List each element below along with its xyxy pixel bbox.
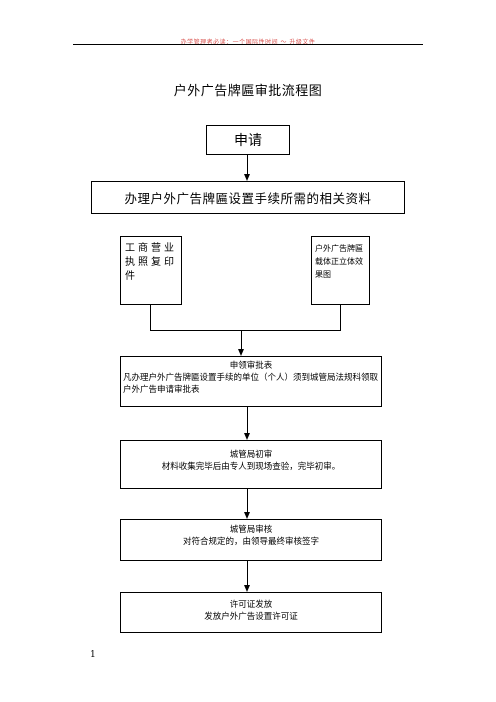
connector-form-initial bbox=[247, 407, 248, 433]
node-initial-review-heading: 城管局初审 bbox=[229, 450, 273, 460]
arrowhead-form bbox=[238, 349, 244, 356]
header-rule bbox=[73, 44, 423, 45]
node-rendering: 户外广告牌匾载体正立体效果图 bbox=[311, 236, 370, 305]
node-rendering-label: 户外广告牌匾载体正立体效果图 bbox=[315, 244, 363, 279]
connector-merge-down bbox=[241, 330, 242, 349]
node-business-license: 工商营业执照复印件 bbox=[120, 236, 182, 305]
node-final-review-desc: 对符合规定的，由领导最终审核签字 bbox=[182, 537, 319, 547]
connector-apply-materials bbox=[247, 155, 248, 174]
arrowhead-materials bbox=[244, 174, 250, 181]
connector-review-issue bbox=[247, 561, 248, 585]
arrowhead-review bbox=[244, 512, 250, 519]
node-permit-issuance-heading: 许可证发放 bbox=[229, 600, 273, 610]
page-title: 户外广告牌匾审批流程图 bbox=[173, 84, 323, 99]
connector-model-down bbox=[340, 305, 341, 331]
node-permit-issuance: 许可证发放 发放户外广告设置许可证 bbox=[120, 592, 382, 633]
connector-merge bbox=[150, 330, 341, 331]
node-materials: 办理户外广告牌匾设置手续所需的相关资料 bbox=[91, 181, 405, 214]
node-application-form-heading: 申领审批表 bbox=[229, 361, 273, 371]
node-initial-review: 城管局初审 材料收集完毕后由专人到现场查验，完毕初审。 bbox=[120, 440, 382, 489]
node-final-review: 城管局审核 对符合规定的，由领导最终审核签字 bbox=[120, 519, 382, 561]
node-initial-review-desc: 材料收集完毕后由专人到现场查验，完毕初审。 bbox=[161, 462, 341, 472]
page-number: 1 bbox=[90, 650, 96, 660]
node-permit-issuance-desc: 发放户外广告设置许可证 bbox=[204, 612, 298, 622]
node-apply: 申请 bbox=[206, 125, 290, 155]
node-application-form: 申领审批表 凡办理户外广告牌匾设置手续的单位（个人）须到城管局法规科领取户外广告… bbox=[120, 356, 382, 407]
node-materials-label: 办理户外广告牌匾设置手续所需的相关资料 bbox=[124, 191, 372, 206]
arrowhead-initial bbox=[244, 433, 250, 440]
node-apply-label: 申请 bbox=[234, 133, 262, 149]
node-final-review-heading: 城管局审核 bbox=[229, 525, 273, 535]
connector-initial-review bbox=[247, 489, 248, 512]
node-business-license-label: 工商营业执照复印件 bbox=[125, 243, 177, 282]
connector-license-down bbox=[150, 305, 151, 331]
page-header-text: 办学管理者必读：一个国际性时间 ～ 升级文件 bbox=[180, 39, 316, 46]
arrowhead-issue bbox=[244, 585, 250, 592]
node-application-form-desc: 凡办理户外广告牌匾设置手续的单位（个人）须到城管局法规科领取户外广告申请审批表 bbox=[123, 373, 379, 395]
